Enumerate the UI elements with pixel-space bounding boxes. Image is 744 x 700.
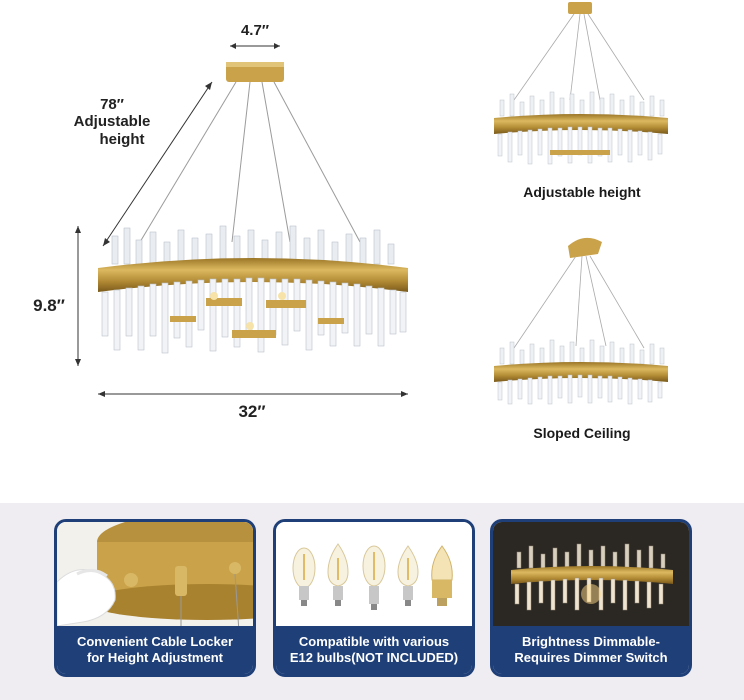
diameter-label: 32″ [238, 402, 266, 421]
feature-line2: E12 bulbs(NOT INCLUDED) [289, 650, 459, 665]
dimmable-image [493, 522, 689, 632]
bulb-2 [327, 543, 349, 606]
sloped-ceiling-chandelier [494, 237, 668, 405]
sloped-ceiling-caption: Sloped Ceiling [533, 425, 631, 441]
height-text-line2: height [99, 130, 145, 148]
adjustable-height-chandelier [494, 2, 668, 165]
feature-line1: Compatible with various [298, 634, 450, 649]
feature-line2: Requires Dimmer Switch [514, 650, 668, 665]
e12-bulbs-image [276, 522, 472, 632]
feature-line2: for Height Adjustment [86, 650, 223, 665]
variant-sloped-ceiling: Sloped Ceiling [480, 228, 680, 448]
body-height-label: 9.8″ [33, 296, 65, 315]
adjustable-height-caption: Adjustable height [523, 184, 641, 200]
bulb-3 [362, 545, 386, 610]
feature-line1: Brightness Dimmable- [522, 634, 660, 649]
feature-card-e12-bulbs: Compatible with various E12 bulbs(NOT IN… [273, 519, 475, 677]
feature-line1: Convenient Cable Locker [76, 634, 234, 649]
feature-card-dimmable: Brightness Dimmable- Requires Dimmer Swi… [490, 519, 692, 677]
feature-card-cable-locker: Convenient Cable Locker for Height Adjus… [54, 519, 256, 677]
feature-label-dimmable: Brightness Dimmable- Requires Dimmer Swi… [493, 626, 689, 674]
feature-label-cable-locker: Convenient Cable Locker for Height Adjus… [57, 626, 253, 674]
canopy-width-label: 4.7″ [240, 22, 270, 39]
bulb-5 [431, 545, 453, 606]
height-text-line1: Adjustable [73, 113, 151, 131]
height-value: 78″ [100, 96, 124, 113]
bulb-1 [292, 547, 316, 606]
bulb-4 [397, 545, 419, 606]
adjustable-height-label: 78″ Adjustable height [66, 96, 158, 148]
variant-adjustable-height: Adjustable height [480, 0, 680, 210]
feature-label-e12-bulbs: Compatible with various E12 bulbs(NOT IN… [276, 626, 472, 674]
main-product-diagram: 4.7″ 78″ Adjustable height 9.8″ 32″ [0, 0, 480, 440]
main-chandelier-illustration [75, 43, 408, 397]
cable-locker-image [57, 522, 253, 632]
